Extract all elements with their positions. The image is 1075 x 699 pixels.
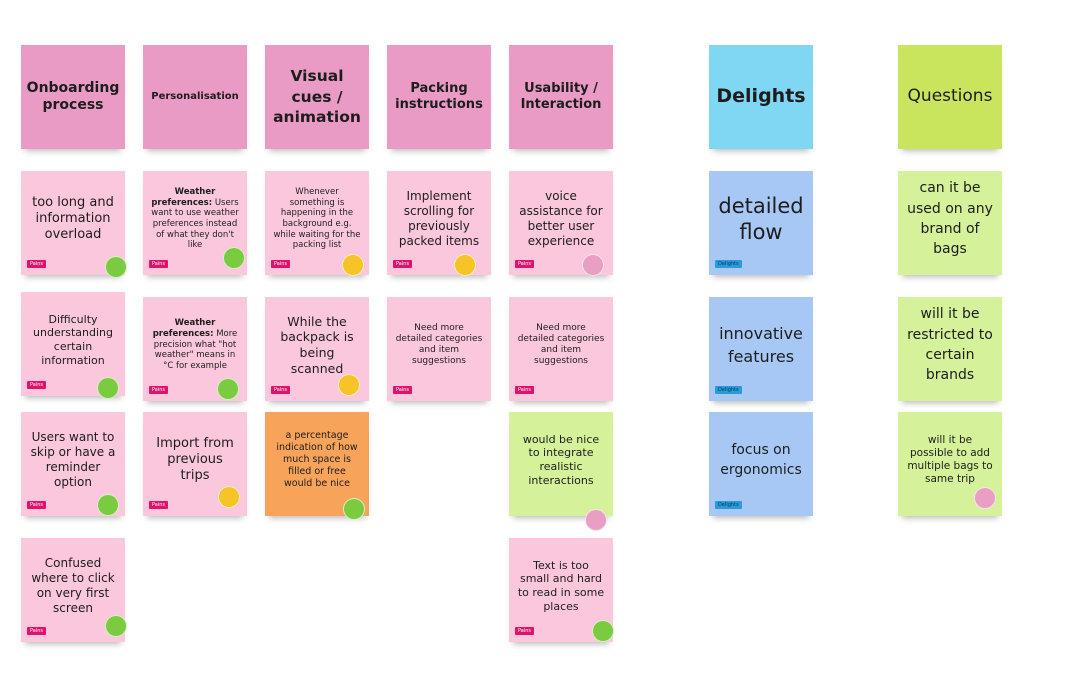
tag-pains: Pains [27, 381, 47, 389]
note-text: focus on ergonomics [720, 441, 802, 478]
sticky-note[interactable]: innovative features Delights [709, 297, 813, 401]
tag-delights: Delights [715, 501, 742, 509]
note-text: Implement scrolling for previously packe… [398, 189, 480, 248]
note-text: Import from previous trips [156, 435, 234, 484]
note-text: can it be used on any brand of bags [907, 180, 993, 258]
sticky-note[interactable]: Import from previous trips Pains [143, 412, 247, 516]
note-text: will it be possible to add multiple bags… [907, 433, 993, 486]
tag-pains: Pains [27, 627, 47, 635]
sticky-note[interactable]: Need more detailed categories and item s… [509, 297, 613, 401]
tag-pains: Pains [271, 386, 291, 394]
tag-pains: Pains [27, 501, 47, 509]
note-text: a percentage indication of how much spac… [276, 430, 358, 489]
note-text-bold: Weather preferences: [152, 318, 216, 340]
sticky-note[interactable]: Text is too small and hard to read in so… [509, 538, 614, 642]
note-text: innovative features [719, 323, 803, 366]
tag-pains: Pains [149, 501, 169, 509]
sticky-note[interactable]: would be nice to integrate realistic int… [509, 412, 613, 531]
vote-dot-yellow [454, 254, 476, 276]
header-label: Visual cues / animation [273, 66, 361, 127]
note-text: will it be restricted to certain brands [907, 306, 993, 384]
sticky-note[interactable]: a percentage indication of how much spac… [265, 412, 369, 520]
tag-pains: Pains [271, 260, 291, 268]
header-questions[interactable]: Questions [898, 45, 1002, 149]
note-text: Whenever something is happening in the b… [273, 187, 361, 251]
sticky-note[interactable]: Implement scrolling for previously packe… [387, 171, 491, 276]
header-label: Personalisation [151, 90, 239, 102]
sticky-note[interactable]: Whenever something is happening in the b… [265, 171, 369, 276]
vote-dot-green [592, 620, 614, 642]
tag-delights: Delights [715, 260, 742, 268]
header-label: Usability / Interaction [520, 80, 602, 112]
tag-pains: Pains [393, 386, 413, 394]
sticky-note[interactable]: Confused where to click on very first sc… [21, 538, 127, 642]
note-text: Weather preferences: Users want to use w… [151, 187, 239, 251]
sticky-note[interactable]: will it be restricted to certain brands [898, 297, 1002, 401]
sticky-note[interactable]: detailed flow Delights [709, 171, 813, 275]
vote-dot-pink [974, 487, 996, 509]
tag-pains: Pains [393, 260, 413, 268]
note-text: detailed flow [718, 193, 804, 244]
vote-dot-yellow [338, 374, 360, 396]
header-label: Delights [716, 85, 806, 108]
header-label: Packing instructions [395, 80, 483, 112]
vote-dot-green [343, 498, 365, 520]
note-text: Users want to skip or have a reminder op… [30, 430, 116, 489]
header-delights[interactable]: Delights [709, 45, 813, 149]
tag-delights: Delights [715, 386, 742, 394]
tag-pains: Pains [27, 260, 47, 268]
vote-dot-pink [585, 509, 607, 531]
sticky-note[interactable]: Users want to skip or have a reminder op… [21, 412, 125, 516]
tag-pains: Pains [149, 386, 169, 394]
tag-pains: Pains [149, 260, 169, 268]
note-text: Weather preferences: More precision what… [151, 318, 239, 371]
note-text: voice assistance for better user experie… [519, 189, 603, 248]
note-text-rest: Users want to use weather preferences in… [151, 197, 239, 251]
sticky-note[interactable]: Need more detailed categories and item s… [387, 297, 491, 401]
note-text: Difficulty understanding certain informa… [33, 312, 113, 367]
header-packing-instructions[interactable]: Packing instructions [387, 45, 491, 149]
sticky-note[interactable]: will it be possible to add multiple bags… [898, 412, 1002, 516]
tag-pains: Pains [515, 260, 535, 268]
header-personalisation[interactable]: Personalisation [143, 45, 247, 149]
header-label: Questions [907, 86, 993, 107]
vote-dot-yellow [342, 254, 364, 276]
note-text: too long and information overload [32, 194, 114, 243]
header-label: Onboarding process [26, 79, 120, 114]
note-text-rest: More precision what "hot weather" means … [153, 329, 238, 371]
sticky-note[interactable]: While the backpack is being scanned Pain… [265, 297, 369, 401]
vote-dot-pink [582, 254, 604, 276]
vote-dot-green [105, 615, 127, 637]
note-text: Confused where to click on very first sc… [31, 556, 115, 615]
sticky-note[interactable]: voice assistance for better user experie… [509, 171, 613, 276]
header-onboarding-process[interactable]: Onboarding process [21, 45, 125, 149]
vote-dot-green [97, 377, 119, 399]
tag-pains: Pains [515, 386, 535, 394]
note-text: Text is too small and hard to read in so… [517, 558, 605, 613]
sticky-note[interactable]: focus on ergonomics Delights [709, 412, 813, 516]
header-visual-cues[interactable]: Visual cues / animation [265, 45, 369, 149]
sticky-note[interactable]: Weather preferences: More precision what… [143, 297, 247, 401]
sticky-note[interactable]: can it be used on any brand of bags [898, 171, 1002, 275]
note-text: While the backpack is being scanned [280, 313, 354, 376]
note-text: Need more detailed categories and item s… [395, 322, 483, 367]
note-text: Need more detailed categories and item s… [517, 322, 605, 367]
sticky-note[interactable]: Difficulty understanding certain informa… [21, 292, 125, 399]
sticky-note[interactable]: Weather preferences: Users want to use w… [143, 171, 247, 275]
vote-dot-green [217, 378, 239, 400]
vote-dot-green [105, 256, 127, 278]
sticky-note[interactable]: too long and information overload Pains [21, 171, 127, 278]
vote-dot-green [223, 247, 245, 269]
note-text: would be nice to integrate realistic int… [522, 432, 600, 487]
vote-dot-green [97, 494, 119, 516]
note-text-bold: Weather preferences: [151, 187, 216, 208]
header-usability-interaction[interactable]: Usability / Interaction [509, 45, 613, 149]
tag-pains: Pains [515, 627, 535, 635]
vote-dot-yellow [218, 486, 240, 508]
